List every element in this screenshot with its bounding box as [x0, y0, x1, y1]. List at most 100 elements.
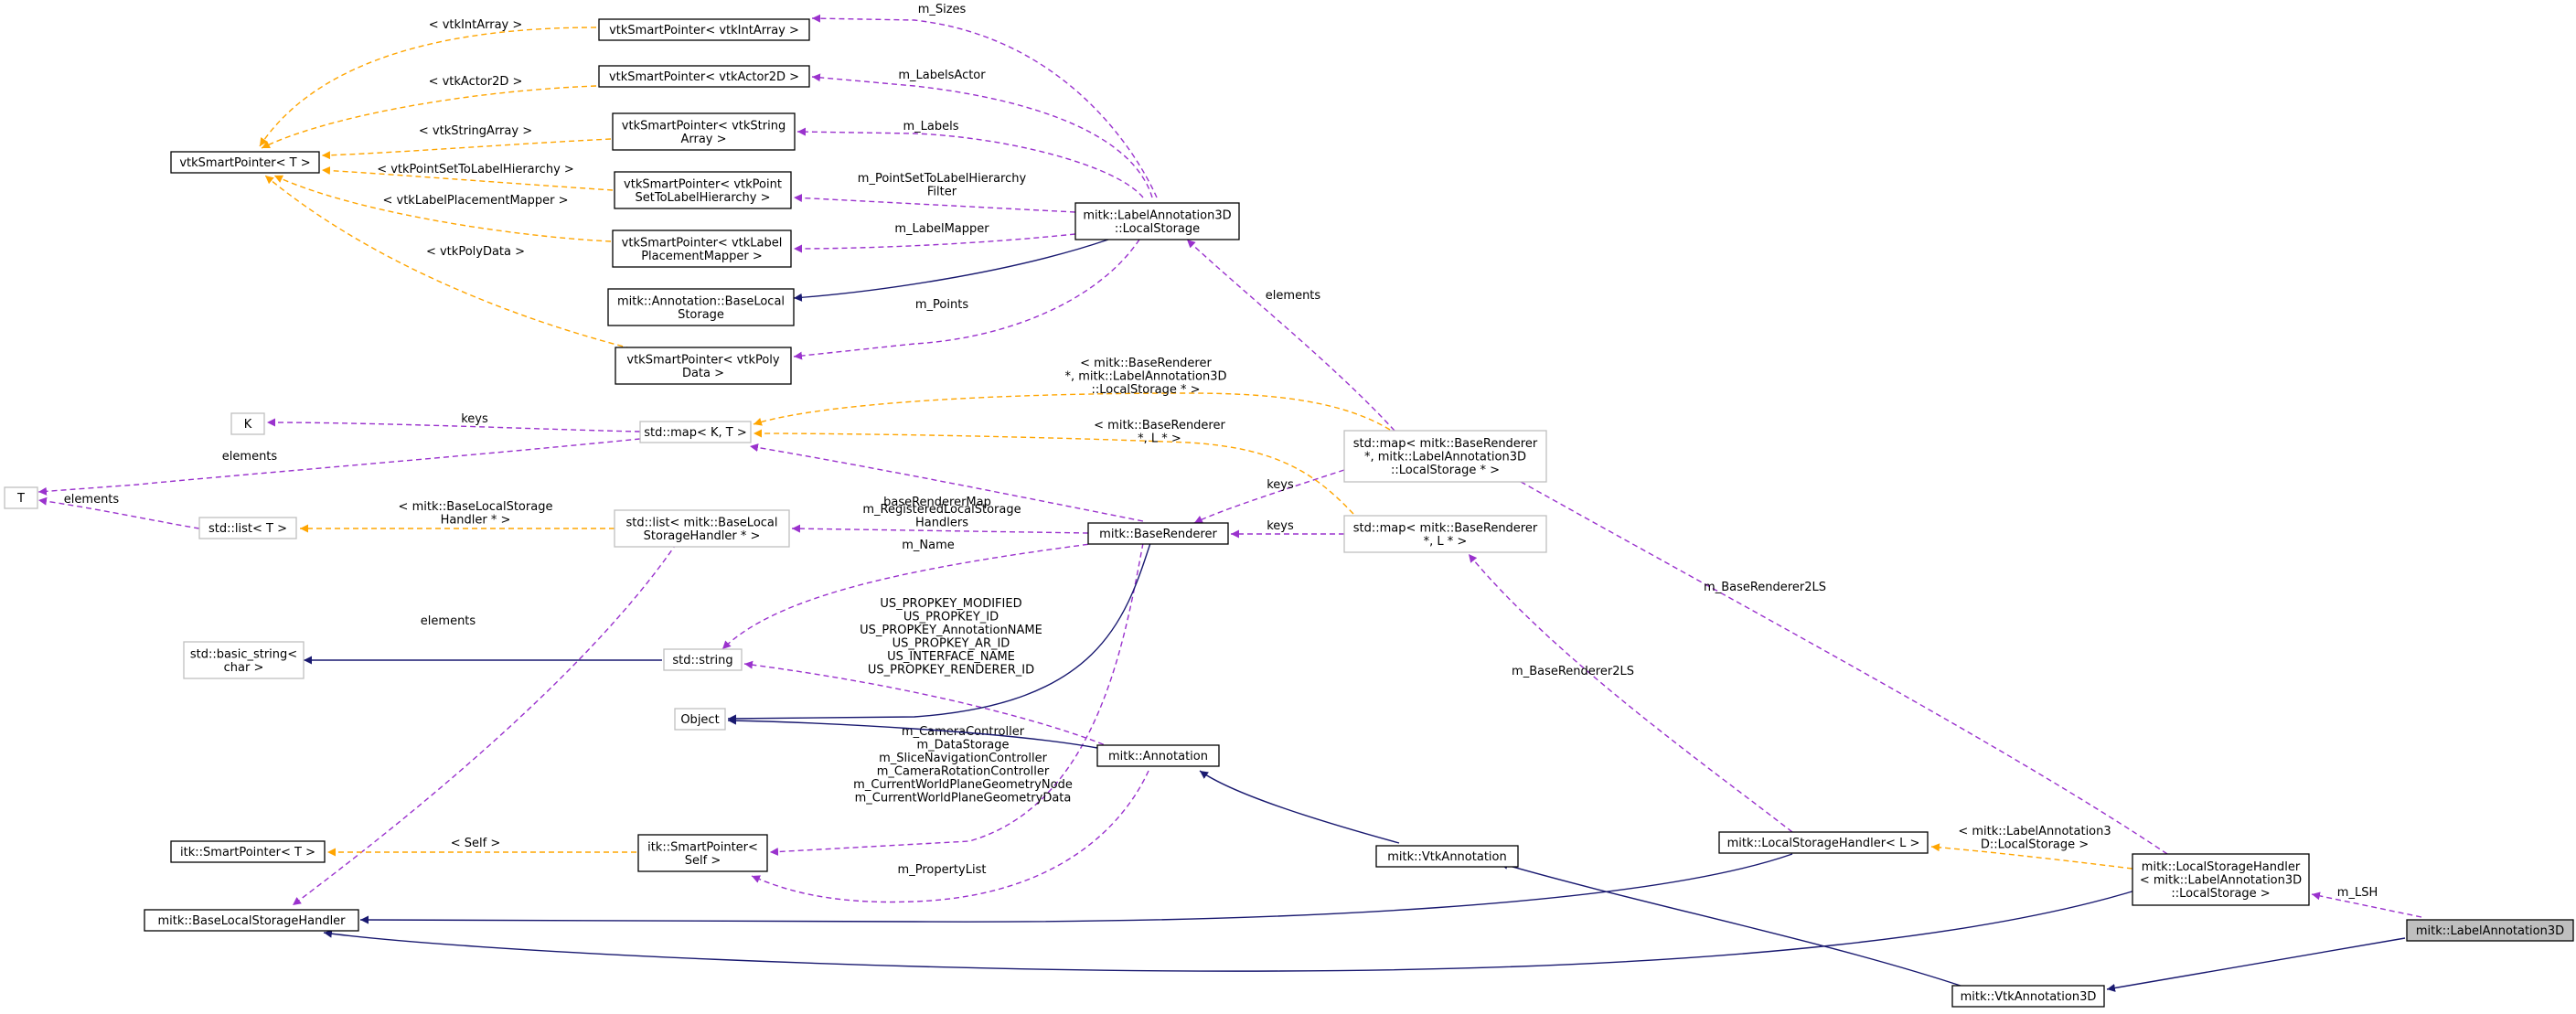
edge-label-t-vtkactor2d: < vtkActor2D >: [429, 75, 523, 89]
node-label-line: Data >: [682, 367, 724, 380]
node-label-line: vtkSmartPointer< vtkString: [622, 119, 786, 133]
edge-label-line: < Self >: [451, 837, 501, 850]
edge-label-line: keys: [1267, 519, 1294, 533]
node-label-line: Self >: [685, 854, 721, 868]
edge-label-t-vtkpolydata: < vtkPolyData >: [426, 245, 525, 259]
edge-t-mapbrl: < mitk::BaseRenderer*, L * >: [753, 419, 1354, 515]
edge-m-lsh: m_LSH: [2311, 886, 2422, 918]
edge-label-line: baseRendererMap: [883, 496, 991, 509]
edge-label-t-self: < Self >: [451, 837, 501, 850]
edge-label-t-vtkstringarray: < vtkStringArray >: [419, 124, 532, 138]
node-label-line: mitk::BaseLocalStorageHandler: [157, 914, 346, 928]
node-label-line: StorageHandler * >: [644, 529, 761, 543]
node-label-line: std::map< mitk::BaseRenderer: [1353, 521, 1538, 535]
node-mitk-localstoragehandler-l[interactable]: mitk::LocalStorageHandler< L >: [1718, 831, 1929, 854]
edge-label-line: keys: [461, 412, 488, 426]
node-label-line: mitk::LabelAnnotation3D: [1083, 208, 1231, 222]
node-mitk-baselocalstoragehandler[interactable]: mitk::BaseLocalStorageHandler: [144, 909, 359, 932]
node-std-basic-string-char[interactable]: std::basic_string<char >: [183, 641, 305, 679]
node-std-string[interactable]: std::string: [663, 648, 743, 671]
edge-label-m-propertylist: m_PropertyList: [898, 863, 987, 877]
node-vtksmartpointer-t[interactable]: vtkSmartPointer< T >: [170, 151, 320, 174]
node-t[interactable]: T: [4, 486, 38, 509]
node-label-line: K: [244, 418, 252, 432]
edge-label-line: m_BaseRenderer2LS: [1512, 665, 1634, 678]
node-mitk-annotation[interactable]: mitk::Annotation: [1096, 744, 1220, 767]
node-mitk-labelannotation3d[interactable]: mitk::LabelAnnotation3D: [2406, 919, 2574, 942]
edge-basereneredermap: baseRendererMap: [749, 443, 1144, 522]
edge-m-points: m_Points: [793, 239, 1140, 360]
node-std-map-baserenderer-localstorage[interactable]: std::map< mitk::BaseRenderer*, mitk::Lab…: [1343, 430, 1547, 483]
node-labelannotation3d-localstorage[interactable]: mitk::LabelAnnotation3D::LocalStorage: [1074, 202, 1240, 240]
node-label-line: mitk::Annotation: [1108, 750, 1208, 763]
node-mitk-vtkannotation3d[interactable]: mitk::VtkAnnotation3D: [1951, 985, 2105, 1008]
edge-label-line: US_INTERFACE_NAME: [887, 650, 1015, 664]
node-mitk-localstoragehandler-labelannotation3d[interactable]: mitk::LocalStorageHandler< mitk::LabelAn…: [2132, 853, 2310, 906]
node-label: mitk::VtkAnnotation3D: [1961, 990, 2097, 1004]
edge-label-elements-t-list: elements: [64, 493, 120, 507]
edge-label-m-sizes: m_Sizes: [918, 3, 967, 16]
edge-label-line: m_PointSetToLabelHierarchy: [858, 172, 1027, 186]
node-label: mitk::LabelAnnotation3D::LocalStorage: [1083, 208, 1231, 236]
edge-label-keys-k: keys: [461, 412, 488, 426]
edge-label-line: elements: [64, 493, 120, 507]
node-mitk-vtkannotation[interactable]: mitk::VtkAnnotation: [1375, 845, 1519, 868]
edge-label-t-vtklpm: < vtkLabelPlacementMapper >: [382, 194, 568, 208]
edge-t-self: < Self >: [327, 837, 636, 857]
node-object[interactable]: Object: [674, 708, 726, 731]
node-label-line: Object: [680, 713, 719, 727]
node-label: std::map< mitk::BaseRenderer*, mitk::Lab…: [1353, 437, 1538, 477]
edge-label-t-vtkintarray: < vtkIntArray >: [429, 18, 523, 32]
node-vtksmartpointer-vtkactor2d[interactable]: vtkSmartPointer< vtkActor2D >: [598, 65, 810, 88]
node-label-line: *, mitk::LabelAnnotation3D: [1364, 451, 1526, 464]
node-label: std::map< mitk::BaseRenderer*, L * >: [1353, 521, 1538, 549]
node-std-map-k-t[interactable]: std::map< K, T >: [639, 421, 752, 443]
node-baserenderer[interactable]: mitk::BaseRenderer: [1087, 522, 1229, 545]
node-label: std::basic_string<char >: [190, 647, 297, 675]
node-std-map-baserenderer-l[interactable]: std::map< mitk::BaseRenderer*, L * >: [1343, 515, 1547, 553]
node-label-line: std::list< T >: [208, 522, 287, 536]
edge-label-line: *, mitk::LabelAnnotation3D: [1064, 370, 1226, 384]
node-label-line: vtkSmartPointer< vtkIntArray >: [609, 24, 799, 37]
node-vtksmartpointer-vtkintarray[interactable]: vtkSmartPointer< vtkIntArray >: [598, 18, 810, 41]
node-itk-smartpointer-t[interactable]: itk::SmartPointer< T >: [170, 840, 326, 863]
node-itk-smartpointer-self[interactable]: itk::SmartPointer<Self >: [637, 834, 768, 872]
edge-label-line: m_CurrentWorldPlaneGeometryNode: [853, 778, 1073, 792]
node-label-line: vtkSmartPointer< vtkPoint: [624, 177, 782, 191]
node-label-line: mitk::LocalStorageHandler: [2142, 860, 2301, 874]
node-label-line: ::LocalStorage * >: [1391, 464, 1500, 477]
edge-label-elements-t-map: elements: [222, 450, 278, 464]
edge-t-vtkpolydata: < vtkPolyData >: [264, 175, 650, 354]
edge-label-line: m_Labels: [903, 120, 958, 133]
edge-label-m-labels: m_Labels: [903, 120, 958, 133]
node-label-line: < mitk::LabelAnnotation3D: [2140, 874, 2302, 888]
node-label-line: vtkSmartPointer< vtkActor2D >: [609, 70, 799, 84]
node-std-list-t[interactable]: std::list< T >: [198, 517, 297, 539]
edge-m-labels: m_Labels: [796, 120, 1144, 198]
edge-label-line: < vtkPolyData >: [426, 245, 525, 259]
node-label-line: itk::SmartPointer< T >: [180, 846, 315, 859]
edge-label-line: US_PROPKEY_RENDERER_ID: [868, 664, 1034, 678]
edge-inherit-vtkannotation: [1499, 861, 1967, 988]
edge-inherit-blsh-from-lshl: [359, 853, 1793, 924]
edge-inherit-baselocalstorage: [793, 239, 1109, 302]
node-k[interactable]: K: [230, 412, 265, 435]
edge-label-t-mapbrl: < mitk::BaseRenderer*, L * >: [1094, 419, 1225, 446]
